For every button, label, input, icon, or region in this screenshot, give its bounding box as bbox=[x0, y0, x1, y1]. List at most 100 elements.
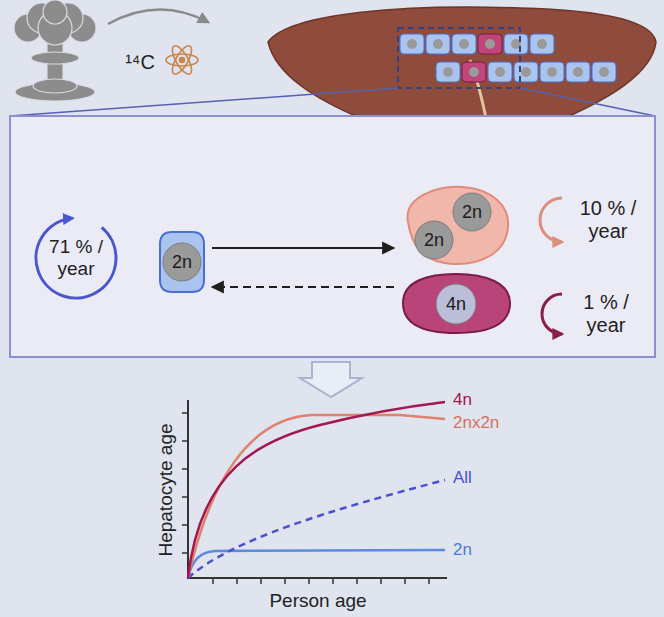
curve-2n bbox=[188, 550, 445, 578]
label-wrap: 71 % / year bbox=[44, 236, 108, 280]
label-wrap: 2nx2n bbox=[453, 413, 499, 433]
y-axis bbox=[187, 400, 189, 579]
chart bbox=[182, 400, 447, 584]
series-label: 4n bbox=[453, 390, 472, 410]
curve-2nx2n bbox=[188, 415, 445, 578]
axis-title: Hepatocyte age bbox=[155, 423, 177, 556]
axis-tick bbox=[182, 552, 188, 554]
hepatocyte-icon bbox=[504, 34, 528, 54]
zoom-panel bbox=[10, 116, 655, 357]
liver-cells bbox=[400, 34, 616, 82]
nucleus-icon bbox=[433, 39, 443, 49]
axis-title: Person age bbox=[269, 590, 366, 612]
label-wrap: 10 % / year bbox=[573, 197, 643, 243]
cell-body bbox=[160, 232, 204, 292]
axis-tick bbox=[284, 578, 286, 584]
turnover-arrow bbox=[540, 198, 562, 242]
zoom-box bbox=[398, 28, 520, 88]
cell-body bbox=[408, 187, 509, 264]
axis-tick bbox=[182, 496, 188, 498]
hepatocyte-icon bbox=[488, 62, 512, 82]
axis-tick bbox=[308, 578, 310, 584]
atom-symbol bbox=[166, 43, 198, 77]
atom-orbit bbox=[169, 43, 195, 77]
label-wrap: Hepatocyte age bbox=[155, 423, 177, 556]
nucleus bbox=[163, 243, 201, 281]
hepatocyte-icon bbox=[436, 62, 460, 82]
nucleus-icon bbox=[521, 67, 531, 77]
nucleus bbox=[453, 193, 491, 231]
ploidy-label: 2n bbox=[172, 252, 192, 272]
hepatocyte-icon bbox=[514, 62, 538, 82]
reversion-arrow bbox=[212, 286, 394, 288]
ploidy-label: 2n bbox=[424, 230, 444, 250]
label-wrap: Person age bbox=[269, 590, 366, 612]
label-wrap: 2n bbox=[453, 540, 472, 560]
hepatocyte-icon bbox=[540, 62, 564, 82]
series-label: 2n bbox=[453, 540, 472, 560]
liver bbox=[268, 7, 656, 118]
hepatocyte-icon bbox=[452, 34, 476, 54]
nucleus-label-wrap: 2n bbox=[172, 252, 192, 273]
atom-orbit bbox=[166, 54, 198, 66]
axis-tick bbox=[182, 440, 188, 442]
label-wrap: 4n bbox=[453, 390, 472, 410]
isotope-label: ¹⁴C bbox=[125, 51, 155, 74]
hepatocyte-icon bbox=[566, 62, 590, 82]
nucleus-icon bbox=[573, 67, 583, 77]
hepatocyte-icon bbox=[426, 34, 450, 54]
nucleus-icon bbox=[407, 39, 417, 49]
turnover-arrow bbox=[36, 218, 116, 298]
axis-tick bbox=[182, 468, 188, 470]
nucleus-label-wrap: 2n bbox=[462, 202, 482, 223]
series-label: 2nx2n bbox=[453, 413, 499, 433]
nucleus-icon bbox=[547, 67, 557, 77]
label-wrap: All bbox=[453, 468, 472, 488]
nucleus-icon bbox=[485, 39, 495, 49]
axis-tick bbox=[404, 578, 406, 584]
hepatocyte-icon bbox=[592, 62, 616, 82]
zoom-line bbox=[10, 88, 398, 116]
axis-tick bbox=[428, 578, 430, 584]
cell-outline bbox=[398, 182, 513, 267]
nucleus-icon bbox=[495, 67, 505, 77]
polyploidization-arrow bbox=[212, 247, 394, 249]
nucleus-icon bbox=[469, 67, 479, 77]
binucleated-hepatocyte: 2n 2n bbox=[398, 182, 513, 267]
hepatocyte-icon bbox=[462, 62, 486, 82]
x-axis bbox=[187, 577, 447, 579]
label-wrap: ¹⁴C bbox=[125, 51, 155, 74]
turnover-arrow bbox=[542, 294, 562, 334]
nucleus-icon bbox=[537, 39, 547, 49]
axis-tick bbox=[236, 578, 238, 584]
ploidy-label: 4n bbox=[446, 294, 466, 314]
atom-orbit bbox=[169, 43, 195, 77]
axis-tick bbox=[182, 524, 188, 526]
tetraploid-hepatocyte: 4n bbox=[398, 271, 513, 336]
hepatocyte-icon bbox=[530, 34, 554, 54]
cell-body bbox=[403, 274, 510, 333]
series-label: All bbox=[453, 468, 472, 488]
nucleus bbox=[415, 221, 453, 259]
nucleus-icon bbox=[459, 39, 469, 49]
diploid-hepatocyte: 2n bbox=[156, 230, 208, 294]
nucleus-icon bbox=[599, 67, 609, 77]
hepatocyte-icon bbox=[400, 34, 424, 54]
rate-label: 10 % / year bbox=[573, 197, 643, 243]
mushroom-cloud bbox=[14, 0, 96, 101]
axis-tick bbox=[182, 412, 188, 414]
transfer-arrow bbox=[108, 9, 208, 24]
cloud-puff bbox=[43, 0, 67, 24]
cloud-base bbox=[33, 79, 77, 93]
curve-4n bbox=[188, 402, 445, 578]
nucleus bbox=[436, 284, 476, 324]
nucleus-label-wrap: 4n bbox=[446, 294, 466, 315]
rate-label: 1 % / year bbox=[571, 291, 641, 337]
curve-all bbox=[188, 480, 445, 578]
axis-tick bbox=[356, 578, 358, 584]
label-wrap: 1 % / year bbox=[571, 291, 641, 337]
axis-tick bbox=[260, 578, 262, 584]
